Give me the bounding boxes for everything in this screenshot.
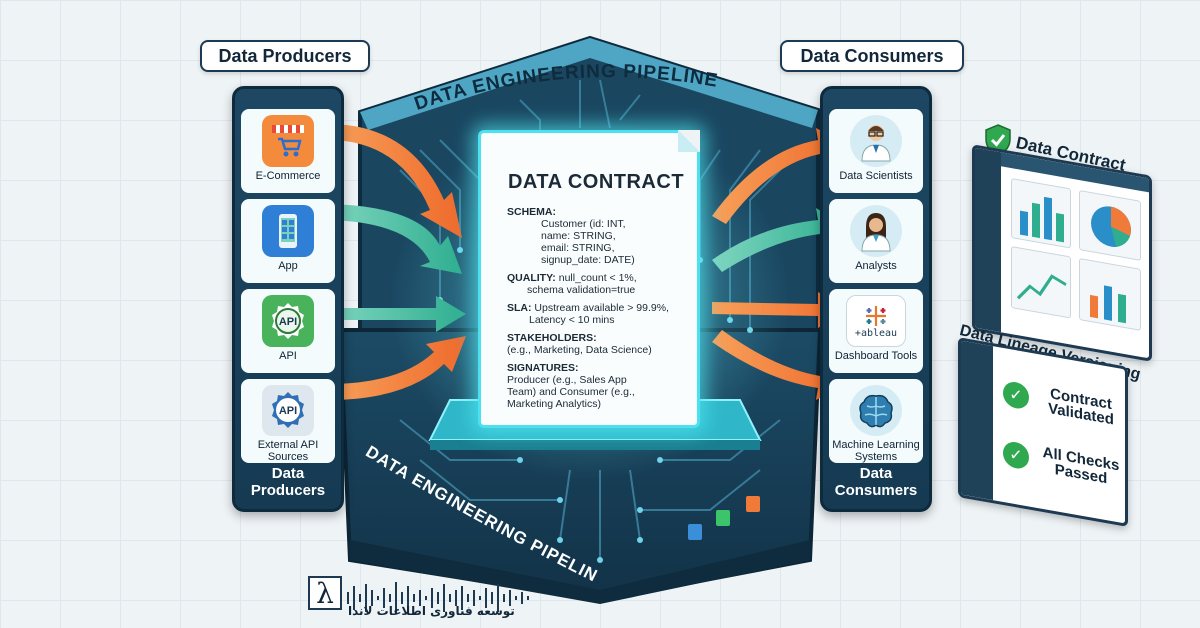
stakeholders-label: STAKEHOLDERS: bbox=[507, 332, 597, 344]
contract-signatures: SIGNATURES: Producer (e.g., Sales App Te… bbox=[507, 362, 685, 410]
schema-label: SCHEMA: bbox=[507, 206, 556, 218]
logo-text: توسعه فناوری اطلاعات لاندا bbox=[348, 604, 515, 618]
lambda-symbol: λ bbox=[308, 576, 342, 610]
producer-label: E-Commerce bbox=[256, 170, 321, 182]
producers-footer: Data Producers bbox=[235, 465, 341, 499]
quality-label: QUALITY: bbox=[507, 272, 556, 284]
check-icon: ✓ bbox=[1003, 440, 1029, 471]
producer-ecommerce[interactable]: E-Commerce bbox=[241, 109, 335, 193]
quality-line: schema validation=true bbox=[507, 284, 685, 296]
producer-label: App bbox=[278, 260, 298, 272]
tableau-brand: +ableau bbox=[855, 328, 897, 339]
scientist-icon bbox=[850, 115, 902, 167]
consumer-dashboard-tools[interactable]: +ableau Dashboard Tools bbox=[829, 289, 923, 373]
dashboard-bar-panel bbox=[1011, 178, 1071, 249]
producers-header: Data Producers bbox=[200, 40, 370, 72]
indicator-light-orange bbox=[746, 496, 760, 512]
tableau-icon: +ableau bbox=[846, 295, 906, 347]
indicator-light-green bbox=[716, 510, 730, 526]
check-all-passed: ✓ All Checks Passed bbox=[1003, 438, 1125, 490]
dashboard-bar-panel-2 bbox=[1079, 258, 1141, 331]
phone-icon bbox=[262, 205, 314, 257]
contract-quality: QUALITY: null_count < 1%, schema validat… bbox=[507, 272, 685, 296]
signatures-label: SIGNATURES: bbox=[507, 362, 579, 374]
analyst-icon bbox=[850, 205, 902, 257]
svg-text:API: API bbox=[279, 316, 297, 328]
consumers-footer: Data Consumers bbox=[823, 465, 929, 499]
schema-line: name: STRING, bbox=[507, 230, 685, 242]
check-label: All Checks Passed bbox=[1037, 444, 1125, 490]
consumers-header: Data Consumers bbox=[780, 40, 964, 72]
dashboard-pie-panel bbox=[1079, 190, 1141, 261]
consumer-label: Data Scientists bbox=[839, 170, 912, 182]
consumer-label: Dashboard Tools bbox=[835, 350, 917, 362]
producer-app[interactable]: App bbox=[241, 199, 335, 283]
monitoring-dashboard bbox=[972, 144, 1152, 362]
consumers-column: Data Scientists Analysts +ablea bbox=[820, 86, 932, 512]
gear-api-icon: API bbox=[262, 385, 314, 436]
schema-line: email: STRING, bbox=[507, 242, 685, 254]
data-contract-document: DATA CONTRACT SCHEMA: Customer (id: INT,… bbox=[478, 130, 700, 428]
consumer-ml-systems[interactable]: Machine Learning Systems bbox=[829, 379, 923, 463]
validation-panel: ✓ Contract Validated ✓ All Checks Passed bbox=[958, 337, 1128, 527]
contract-title: DATA CONTRACT bbox=[507, 171, 685, 194]
check-icon: ✓ bbox=[1003, 380, 1029, 411]
quality-line: null_count < 1%, bbox=[559, 272, 637, 284]
consumer-label: Machine Learning Systems bbox=[832, 439, 919, 463]
indicator-light-blue bbox=[688, 524, 702, 540]
svg-text:API: API bbox=[279, 405, 297, 417]
shop-icon bbox=[262, 115, 314, 167]
validation-sidebar bbox=[961, 341, 993, 501]
contract-stakeholders: STAKEHOLDERS: (e.g., Marketing, Data Sci… bbox=[507, 332, 685, 356]
producer-api[interactable]: API API bbox=[241, 289, 335, 373]
contract-schema: SCHEMA: Customer (id: INT, name: STRING,… bbox=[507, 206, 685, 266]
sla-line: Latency < 10 mins bbox=[507, 314, 685, 326]
consumer-analysts[interactable]: Analysts bbox=[829, 199, 923, 283]
signatures-line: Team) and Consumer (e.g., bbox=[507, 386, 635, 398]
page-fold bbox=[678, 130, 700, 152]
contract-sla: SLA: Upstream available > 99.9%, Latency… bbox=[507, 302, 685, 326]
schema-line: Customer (id: INT, bbox=[507, 218, 685, 230]
signatures-line: Marketing Analytics) bbox=[507, 398, 601, 410]
brain-icon bbox=[850, 385, 902, 436]
api-icon: API bbox=[262, 295, 314, 347]
dashboard-sidebar bbox=[975, 148, 1001, 333]
producer-label: External API Sources bbox=[258, 439, 319, 463]
sla-line: Upstream available > 99.9%, bbox=[534, 302, 669, 314]
producer-external-api[interactable]: API External API Sources bbox=[241, 379, 335, 463]
dashboard-line-panel bbox=[1011, 246, 1071, 319]
consumer-label: Analysts bbox=[855, 260, 897, 272]
check-contract-validated: ✓ Contract Validated bbox=[1003, 378, 1125, 430]
producers-column: E-Commerce App API API bbox=[232, 86, 344, 512]
signatures-line: Producer (e.g., Sales App bbox=[507, 374, 627, 386]
stakeholders-text: (e.g., Marketing, Data Science) bbox=[507, 344, 652, 356]
lamda-logo: λ توسعه فناوری اطلاعات لاندا bbox=[290, 574, 590, 624]
producer-label: API bbox=[279, 350, 297, 362]
schema-line: signup_date: DATE) bbox=[507, 254, 685, 266]
check-label: Contract Validated bbox=[1037, 384, 1125, 430]
consumer-scientists[interactable]: Data Scientists bbox=[829, 109, 923, 193]
sla-label: SLA: bbox=[507, 302, 532, 314]
